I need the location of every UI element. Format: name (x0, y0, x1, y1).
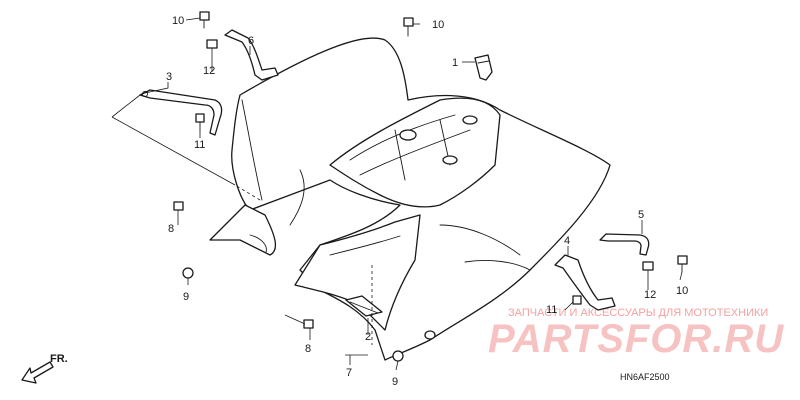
callout-3: 3 (166, 71, 172, 83)
callout-10-right: 10 (676, 285, 688, 297)
callout-9-bottom: 9 (392, 376, 398, 388)
bolt-10-top-left (199, 11, 210, 29)
screw-8-bottom (303, 319, 314, 329)
callout-9-left: 9 (183, 291, 189, 303)
callout-12-right: 12 (644, 289, 656, 301)
clip-1 (474, 54, 493, 81)
bolt-10-top-center (403, 17, 414, 37)
callout-10-top-left: 10 (172, 15, 184, 27)
callout-11-left: 11 (194, 139, 205, 151)
bolt-11-right (572, 295, 582, 305)
screw-9-left (182, 267, 194, 279)
rear-fender (209, 37, 611, 361)
diagram-code: HN6AF2500 (620, 372, 670, 382)
callout-1: 1 (452, 57, 458, 69)
rear-stay-6 (224, 29, 279, 81)
callout-12-top: 12 (203, 65, 215, 77)
bolt-10-right (677, 255, 688, 273)
callout-11-right: 11 (546, 304, 557, 316)
callout-8-left: 8 (168, 223, 174, 235)
rear-stay-3 (139, 89, 223, 136)
leader-lines (111, 17, 683, 371)
rear-stay-5 (599, 233, 650, 256)
bolt-11-left (195, 113, 205, 133)
callout-2: 2 (365, 331, 371, 343)
screw-9-bottom (392, 350, 404, 362)
callout-5: 5 (638, 209, 644, 221)
callout-6: 6 (248, 35, 254, 47)
direction-label: FR. (50, 353, 68, 365)
front-direction-arrow: FR. (21, 353, 68, 384)
watermark-tagline: ЗАПЧАСТИ И АКСЕССУАРЫ ДЛЯ МОТОТЕХНИКИ (508, 307, 768, 319)
rear-stay-4 (554, 254, 616, 311)
callout-4: 4 (564, 235, 570, 247)
screw-8-left (173, 201, 184, 211)
watermark-logo: PARTSFOR.RU (488, 317, 784, 361)
callout-7: 7 (346, 367, 352, 379)
nut-12-right (642, 261, 654, 271)
callout-10-top-center: 10 (432, 19, 444, 31)
callout-8-bottom: 8 (305, 343, 311, 355)
nut-12-top (206, 39, 218, 49)
